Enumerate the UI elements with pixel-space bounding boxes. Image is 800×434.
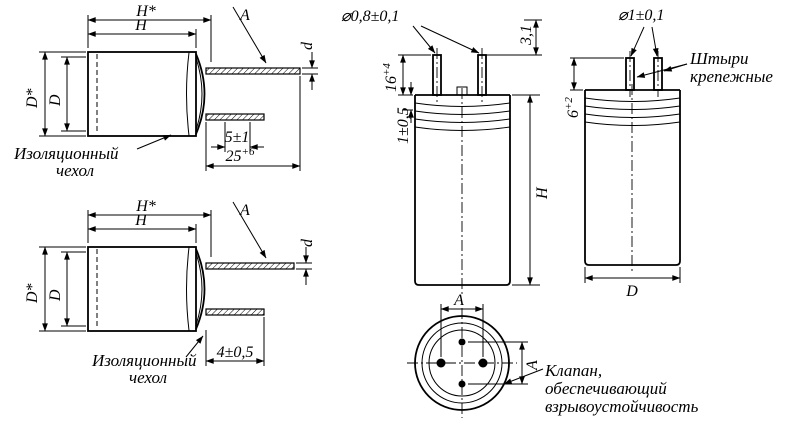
lead-top	[205, 262, 295, 270]
dim-label-h-star: H*	[135, 3, 156, 20]
dimension-lines	[398, 19, 542, 286]
valve-annotation-line1: Клапан,	[544, 361, 602, 380]
sleeve-annotation-line1: Изоляционный	[91, 351, 197, 370]
lead-top	[205, 67, 301, 75]
dim-label-h: H	[134, 212, 148, 229]
valve-annotation-line2: обеспечивающий	[545, 379, 667, 398]
dim-label-lead-length: 25+6	[226, 146, 255, 165]
figure-bottom-view: A A Клапан, обеспечивающий взрывоустойчи…	[407, 292, 699, 418]
lead-bottom	[205, 113, 265, 121]
figure-axial-capacitor-long-leads: H* H A d D* D 5±1 25+6 Изоляционный чехо…	[13, 3, 318, 180]
dim-label-pin-height: 16+4	[381, 63, 400, 92]
capacitor-body	[584, 51, 681, 274]
dim-label-a: A	[239, 202, 250, 219]
can-outline	[414, 95, 511, 286]
pin-dot-right	[478, 358, 488, 368]
pins-annotation-line2: крепежные	[690, 67, 773, 86]
capacitor-body	[87, 246, 295, 332]
dim-label-d-star: D*	[24, 88, 41, 109]
dim-label-can-diameter: D	[625, 283, 638, 300]
dim-label-d-can: D	[47, 289, 64, 302]
pin-dot-top	[458, 338, 466, 346]
dimension-lines	[570, 26, 688, 283]
pins-annotation-line1: Штыри	[689, 49, 749, 68]
dim-label-d-lead: d	[299, 41, 316, 50]
sleeve-annotation-line2: чехол	[56, 161, 94, 180]
dim-label-height: H	[534, 186, 551, 200]
can-outline	[584, 90, 681, 266]
dim-label-pin-diameter: ⌀1±0,1	[618, 7, 664, 24]
dim-label-lead-length: 4±0,5	[217, 344, 254, 361]
figure-axial-capacitor-short-leads: H* H A d D* D 4±0,5 Изоляционный чехол	[24, 198, 316, 387]
dim-label-pin-height: 6+2	[563, 97, 582, 118]
dim-label-pin-tip: 3,1	[518, 25, 535, 46]
sleeve-outline	[87, 51, 197, 137]
figure-snap-in-capacitor: ⌀0,8±0,1 16+4 1±0,5 3,1 H	[341, 8, 551, 294]
dim-label-d-lead: d	[299, 238, 316, 247]
sleeve-outline	[87, 246, 197, 332]
figure-mounting-pins-capacitor: ⌀1±0,1 Штыри крепежные 6+2 D	[563, 7, 773, 300]
dim-label-d-star: D*	[24, 283, 41, 304]
valve-annotation-line3: взрывоустойчивость	[545, 397, 699, 416]
end-seal	[195, 53, 206, 135]
dim-label-h: H	[134, 17, 148, 34]
capacitor-body	[414, 48, 511, 294]
bottom-view-shape	[407, 308, 517, 418]
sleeve-annotation-line1: Изоляционный	[13, 144, 119, 163]
end-seal	[195, 248, 206, 330]
dim-label-a: A	[239, 7, 250, 24]
dim-label-d-can: D	[47, 94, 64, 107]
dim-label-pin-diameter: ⌀0,8±0,1	[341, 8, 399, 25]
dim-label-pin-spacing-h: A	[453, 292, 464, 309]
lead-bottom	[205, 308, 265, 316]
dim-label-lead-section: 5±1	[225, 129, 250, 146]
pin-dot-bottom	[458, 380, 466, 388]
dim-label-pin-spacing-v: A	[524, 360, 541, 371]
dimension-lines	[440, 304, 544, 385]
dimension-lines	[39, 6, 318, 171]
pin-dot-left	[436, 358, 446, 368]
dim-label-rim-offset: 1±0,5	[395, 107, 412, 144]
capacitor-body	[87, 51, 301, 137]
dim-label-h-star: H*	[135, 198, 156, 215]
dimension-lines	[39, 201, 312, 366]
sleeve-annotation-line2: чехол	[129, 368, 167, 387]
